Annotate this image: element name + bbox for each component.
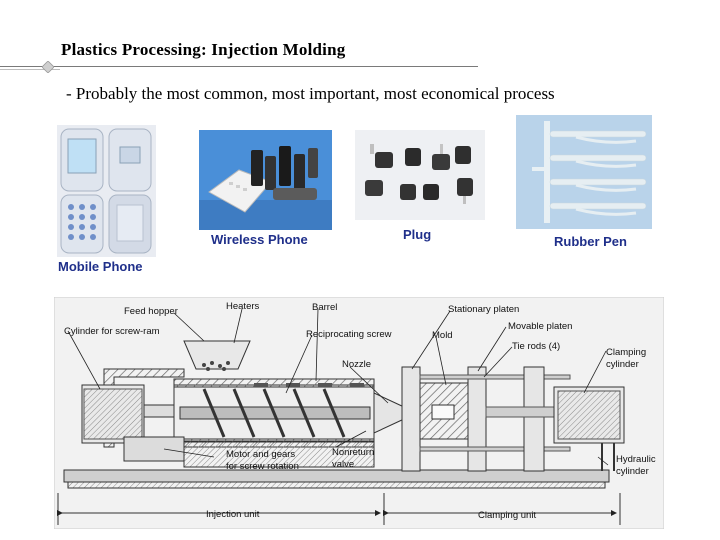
mold-label: Mold	[432, 330, 453, 341]
injection-molding-machine-diagram: Feed hopper Heaters Barrel Cylinder for …	[54, 297, 664, 529]
mobile-phone-photo	[57, 125, 156, 257]
motor-gears-label-1: Motor and gears	[226, 449, 295, 460]
wireless-phone-caption: Wireless Phone	[211, 232, 308, 247]
plug-photo	[355, 130, 485, 220]
hydraulic-cylinder-label-2: cylinder	[616, 466, 649, 477]
cylinder-screw-ram-label: Cylinder for screw-ram	[64, 326, 160, 337]
mobile-phone-caption: Mobile Phone	[58, 259, 143, 274]
feed-hopper-label: Feed hopper	[124, 306, 178, 317]
reciprocating-screw-label: Reciprocating screw	[306, 329, 392, 340]
stationary-platen-label: Stationary platen	[448, 304, 519, 315]
nozzle-label: Nozzle	[342, 359, 371, 370]
movable-platen-label: Movable platen	[508, 321, 572, 332]
motor-gears-label-2: for screw rotation	[226, 461, 299, 472]
nonreturn-valve-label-1: Nonreturn	[332, 447, 374, 458]
title-divider	[0, 66, 478, 67]
injection-unit-label: Injection unit	[206, 509, 260, 520]
slide-subtitle: - Probably the most common, most importa…	[66, 84, 555, 103]
title-divider-accent	[0, 69, 60, 70]
bullet-diamond-icon	[42, 61, 54, 73]
slide-title: Plastics Processing: Injection Molding	[61, 40, 346, 59]
clamping-unit-label: Clamping unit	[478, 510, 536, 521]
barrel-label: Barrel	[312, 302, 337, 313]
tie-rods-label: Tie rods (4)	[512, 341, 560, 352]
hydraulic-cylinder-label-1: Hydraulic	[616, 454, 656, 465]
plug-caption: Plug	[403, 227, 432, 242]
heaters-label: Heaters	[226, 301, 260, 312]
nonreturn-valve-label-2: valve	[332, 459, 354, 470]
clamping-cylinder-label-1: Clamping	[606, 347, 646, 358]
rubber-pen-photo	[516, 115, 652, 229]
wireless-phone-photo	[199, 130, 332, 230]
rubber-pen-caption: Rubber Pen	[554, 234, 627, 249]
clamping-cylinder-label-2: cylinder	[606, 359, 639, 370]
